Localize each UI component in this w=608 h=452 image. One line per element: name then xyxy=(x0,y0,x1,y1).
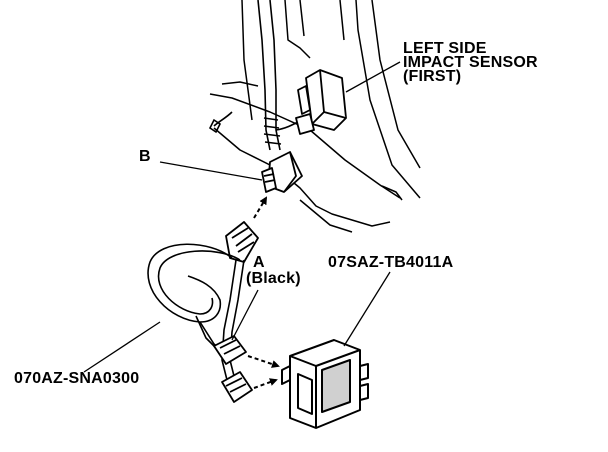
connector-a-color-label: (Black) xyxy=(246,270,301,287)
connect-arrow-tester xyxy=(253,378,278,389)
harness-leader-line xyxy=(83,321,161,373)
connect-arrow-b xyxy=(253,196,268,219)
connector-a-leader-line xyxy=(231,289,259,341)
connector-b-label: B xyxy=(139,148,151,165)
connector-b-leader-line xyxy=(159,161,263,181)
tester-leader-line xyxy=(343,271,391,347)
vehicle-harness xyxy=(208,0,307,151)
impact-sensor-icon xyxy=(295,69,347,135)
sensor-label: LEFT SIDE IMPACT SENSOR (FIRST) xyxy=(403,40,573,85)
sensor-label-line1: LEFT SIDE xyxy=(403,40,487,57)
tester-part-label: 07SAZ-TB4011A xyxy=(328,254,454,271)
sensor-label-line2: IMPACT SENSOR xyxy=(403,54,538,71)
harness-part-label: 070AZ-SNA0300 xyxy=(14,370,140,387)
tester-plug-icon xyxy=(221,371,253,403)
connect-arrow-a xyxy=(247,355,280,368)
sensor-leader-line xyxy=(345,61,401,93)
sensor-label-line3: (FIRST) xyxy=(403,68,462,85)
tester-box-icon xyxy=(281,339,369,429)
connector-b-icon xyxy=(261,151,303,193)
connector-a-icon xyxy=(213,335,247,365)
connector-a-label: A xyxy=(253,254,265,271)
test-harness-cable xyxy=(147,243,245,385)
